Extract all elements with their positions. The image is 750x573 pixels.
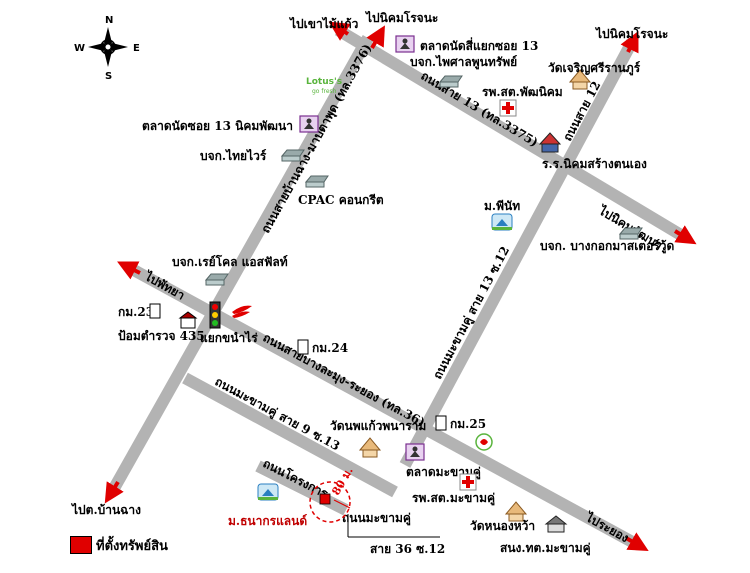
property-marker [319,493,331,505]
place-thai-wire: บจก.ไทยไวร์ [200,148,267,163]
arrow-nikhom-rojana-2 [620,31,639,54]
km-post-icon [435,415,447,431]
place-bangkok-master: บจก. บางกอกมาสเตอร์วู้ด [540,239,674,254]
roads [106,24,690,550]
place-market-13: ตลาดนัดซอย 13 นิคมพัฒนา [142,119,293,133]
police-box-icon [178,311,198,329]
place-km25: กม.25 [450,417,486,431]
compass-s: S [105,71,112,82]
dest-ban-chang: ไปต.บ้านฉาง [70,502,141,517]
road-label-13: ถนนสาย 13 (ทล.3375) [418,69,540,150]
compass: N S E W [74,15,140,82]
place-lotus: Lotus's [306,77,342,87]
road-label-13-12: ถนนมะขามคู่ สาย 13 ซ.12 [430,244,513,382]
market-icon [395,35,415,53]
road-label-makham-36: ถนนมะขามคู่ [342,511,411,526]
arrow-pattaya [117,261,141,280]
road-project [255,460,349,516]
arrow-rayong [625,532,649,551]
place-thanakorn: ม.ธนากรแลนด์ [228,514,307,528]
place-wat-nong-hua: วัดหนองหว้า [470,519,535,533]
road-3376 [106,35,374,495]
place-yaek-nam-rai: แยกขนำไร่ [200,330,258,345]
direction-arrows [104,21,697,551]
place-cpac: CPAC คอนกรีต [298,193,384,207]
temple-icon [358,437,382,458]
factory-icon [204,273,229,286]
place-lotus-go: go fresh [312,88,337,95]
place-school-nikhom: ร.ร.นิคมสร้างตนเอง [542,157,647,171]
road-12 [399,39,638,468]
traffic-light-icon [209,301,221,329]
road-label-9-13: ถนนมะขามคู่ สาย 9 ซ.13 [212,374,342,454]
place-hospital-phatthana: รพ.สต.พัฒนิคม [482,85,563,99]
place-police: ป้อมตำรวจ 435 [118,329,205,343]
road-9-13 [182,372,398,498]
compass-e: E [133,43,140,54]
market-icon [299,115,319,133]
place-rayco: บจก.เรย์โคล แอสฟัลท์ [172,254,288,269]
office-icon [544,515,568,533]
hospital-cross-icon [459,473,477,491]
arrow-khao-mai-kaew [328,21,351,41]
legend-label: ที่ตั้งทรัพย์สิน [96,539,168,554]
dest-khao-mai-kaew: ไปเขาไม้แก้ว [288,16,359,31]
factory-icon [618,227,643,240]
factory-icon [280,149,305,162]
school-icon [538,132,562,153]
place-wat-charoen: วัดเจริญศรีรานภูร์ [548,61,641,76]
village-icon [491,213,513,231]
factory-icon [438,75,463,88]
compass-n: N [105,15,113,26]
legend-swatch [70,536,92,554]
dest-nikhom-rojana-1: ไปนิคมโรจนะ [364,10,438,25]
compass-w: W [74,43,85,54]
dest-pattaya: ไปพัทยา [141,268,188,303]
place-hospital-makham: รพ.สต.มะขามคู่ [412,491,495,506]
place-market-4-yaek: ตลาดนัดสี่แยกซอย 13 [420,37,538,53]
place-mu-phinat: ม.พีนัท [484,199,520,213]
hospital-cross-icon [499,99,517,117]
factory-icon [304,175,329,188]
temple-icon [504,501,528,522]
dest-nikhom-rojana-2: ไปนิคมโรจนะ [594,26,668,41]
arrow-nikhom-rojana-1 [366,25,385,49]
arrow-ban-chang [104,480,124,504]
dest-rayong: ไประยอง [582,509,632,546]
distance-label: 80 ม. [329,465,355,498]
km-post-icon [297,339,309,355]
place-police-makham: สนง.ทต.มะขามคู่ [500,541,591,556]
village-icon [257,483,279,501]
place-km23: กม.23 [118,305,154,319]
honda-wing-icon [232,305,252,318]
temple-icon [568,69,592,90]
arrow-nikhom-phatthana [673,225,697,245]
gas-station-icon [475,433,493,451]
road-13 [334,24,690,244]
market-icon [405,443,425,461]
place-km24: กม.24 [312,341,348,355]
place-phaisan: บจก.ไพศาลพูนทรัพย์ [410,54,517,70]
road-label-sai-36-12: สาย 36 ซ.12 [370,542,445,556]
km-post-icon [149,303,161,319]
place-wat-nong-kaew: วัดนพแก้วพนาราม [330,419,426,433]
makham-khu-callout: ถนนมะขามคู่ สาย 36 ซ.12 [342,511,445,556]
